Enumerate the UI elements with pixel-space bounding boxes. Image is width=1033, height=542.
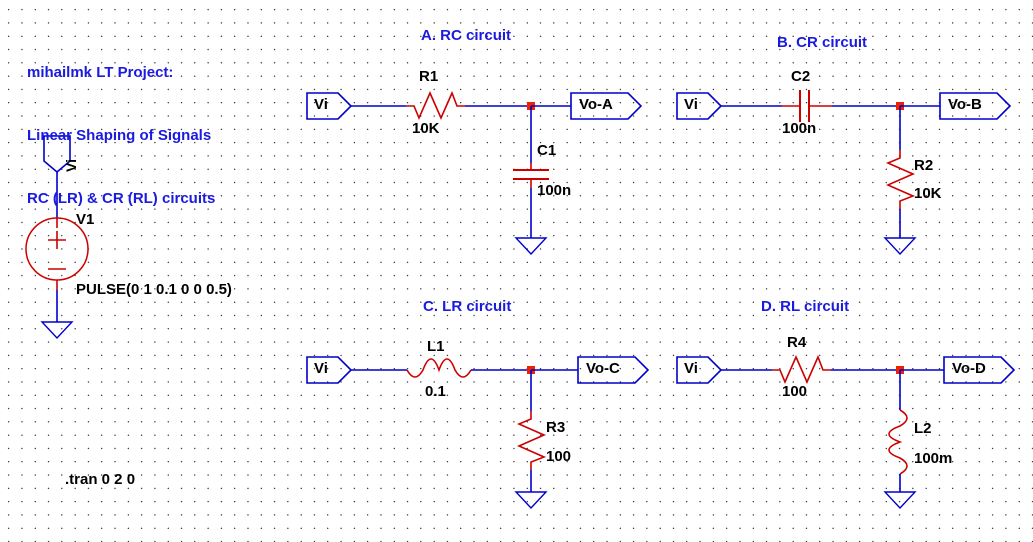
component-designator-c1[interactable]: C1 (537, 142, 557, 159)
ground-symbol-c (514, 491, 548, 510)
port-label-vi-b[interactable]: Vi (684, 96, 698, 113)
port-label-vi-d[interactable]: Vi (684, 360, 698, 377)
project-title-line-3: RC (LR) & CR (RL) circuits (27, 190, 216, 207)
port-label-vo-a[interactable]: Vo-A (579, 96, 613, 113)
port-label-vo-d[interactable]: Vo-D (952, 360, 986, 377)
circuit-c-drawing[interactable] (306, 356, 650, 510)
component-value-c1[interactable]: 100n (537, 182, 572, 199)
circuit-title-a: A. RC circuit (421, 27, 512, 44)
port-flag-vi-c[interactable] (306, 356, 353, 384)
ground-symbol-d (883, 491, 917, 510)
circuit-b-drawing[interactable] (676, 90, 1012, 256)
port-flag-vo-b[interactable] (939, 92, 1012, 120)
circuit-title-d: D. RL circuit (761, 298, 850, 315)
port-flag-vo-a[interactable] (570, 92, 643, 120)
ground-symbol-v1 (40, 321, 74, 340)
resistor-symbol-r3[interactable] (516, 411, 547, 470)
inductor-symbol-l2[interactable] (888, 409, 908, 475)
component-designator-l1[interactable]: L1 (427, 338, 445, 355)
spice-directive-tran[interactable]: .tran 0 2 0 (65, 471, 136, 488)
component-designator-r4[interactable]: R4 (787, 334, 807, 351)
resistor-symbol-r2[interactable] (885, 150, 916, 209)
port-label-vi-c[interactable]: Vi (314, 360, 328, 377)
port-label-vi-a[interactable]: Vi (314, 96, 328, 113)
component-designator-c2[interactable]: C2 (791, 68, 811, 85)
source-value-pulse[interactable]: PULSE(0 1 0.1 0 0 0.5) (76, 281, 232, 298)
circuit-a-drawing[interactable] (306, 90, 643, 256)
circuit-title-c: C. LR circuit (423, 298, 512, 315)
component-value-l1[interactable]: 0.1 (425, 383, 446, 400)
port-flag-vi-a[interactable] (306, 92, 353, 120)
component-value-r1[interactable]: 10K (412, 120, 440, 137)
port-label-vo-b[interactable]: Vo-B (948, 96, 982, 113)
ground-symbol-a (514, 237, 548, 256)
inductor-symbol-l1[interactable] (406, 358, 472, 378)
project-title-line-1: mihailmk LT Project: (27, 64, 174, 81)
ground-symbol-b (883, 237, 917, 256)
port-label-vo-c[interactable]: Vo-C (586, 360, 620, 377)
component-value-c2[interactable]: 100n (782, 120, 817, 137)
project-title-comment[interactable]: mihailmk LT Project: Linear Shaping of S… (27, 20, 215, 251)
component-value-l2[interactable]: 100m (914, 450, 953, 467)
port-flag-vi-b[interactable] (676, 92, 723, 120)
component-value-r3[interactable]: 100 (546, 448, 572, 465)
source-designator-v1[interactable]: V1 (76, 211, 95, 228)
component-designator-r3[interactable]: R3 (546, 419, 566, 436)
component-designator-r1[interactable]: R1 (419, 68, 439, 85)
component-value-r2[interactable]: 10K (914, 185, 942, 202)
port-flag-vo-c[interactable] (577, 356, 650, 384)
project-title-line-2: Linear Shaping of Signals (27, 127, 212, 144)
port-flag-vo-d[interactable] (943, 356, 1016, 384)
port-label-vi-source[interactable]: Vi (63, 159, 79, 172)
resistor-symbol-r1[interactable] (406, 90, 465, 121)
port-flag-vi-d[interactable] (676, 356, 723, 384)
component-value-r4[interactable]: 100 (782, 383, 808, 400)
resistor-symbol-r4[interactable] (772, 354, 831, 385)
source-group-v1[interactable] (25, 135, 89, 340)
component-designator-r2[interactable]: R2 (914, 157, 934, 174)
port-flag-vi-source[interactable] (43, 135, 71, 174)
component-designator-l2[interactable]: L2 (914, 420, 932, 437)
circuit-d-drawing[interactable] (676, 354, 1016, 510)
circuit-title-b: B. CR circuit (777, 34, 868, 51)
